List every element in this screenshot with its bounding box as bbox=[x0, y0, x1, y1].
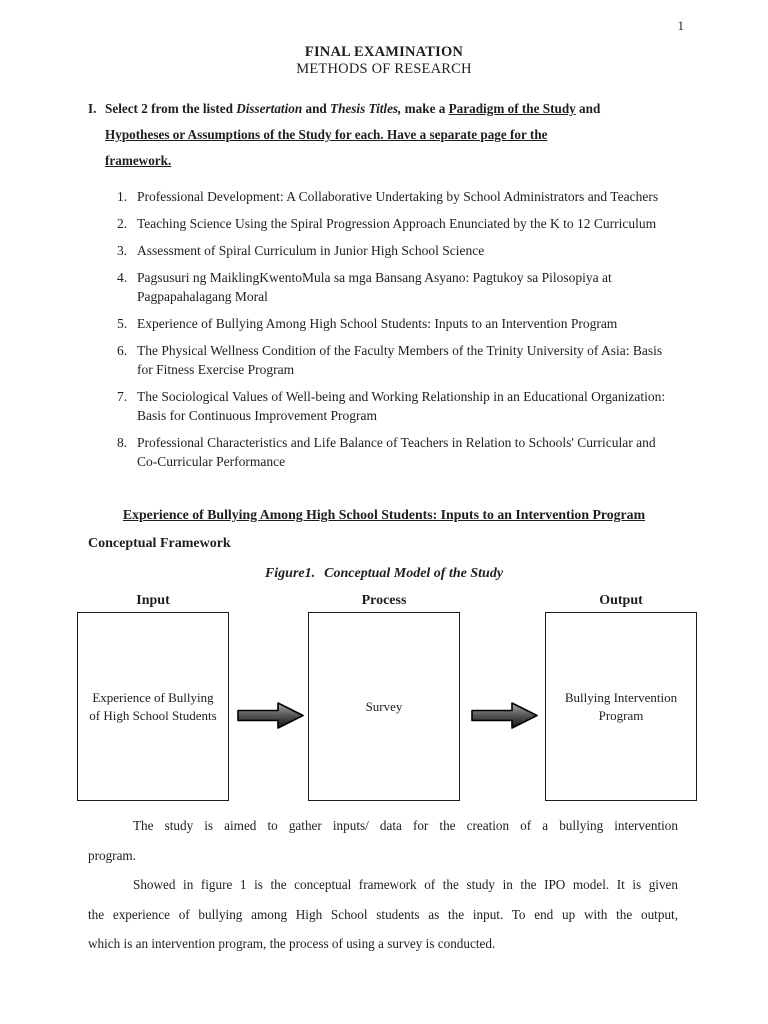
list-item: 5. Experience of Bullying Among High Scho… bbox=[117, 314, 698, 333]
document-header: FINAL EXAMINATION METHODS OF RESEARCH bbox=[0, 44, 768, 78]
list-item: 7. The Sociological Values of Well-being … bbox=[117, 387, 698, 425]
list-item-text: The Sociological Values of Well-being an… bbox=[137, 389, 666, 423]
list-item-text: The Physical Wellness Condition of the F… bbox=[137, 343, 663, 377]
figure-caption-text: Conceptual Model of the Study bbox=[324, 566, 504, 581]
right-arrow-icon bbox=[471, 702, 538, 729]
instruction-block: I. Select 2 from the listed Dissertation… bbox=[88, 96, 678, 174]
list-number: 2. bbox=[117, 216, 128, 231]
list-item-text: Professional Characteristics and Life Ba… bbox=[137, 435, 656, 469]
list-item: 1. Professional Development: A Collaborat… bbox=[117, 187, 698, 206]
figure-caption: Figure1. Conceptual Model of the Study bbox=[0, 566, 768, 581]
column-label-input: Input bbox=[136, 593, 170, 608]
right-arrow-icon bbox=[237, 702, 304, 729]
list-item-text: Teaching Science Using the Spiral Progre… bbox=[137, 216, 657, 231]
instruction-text: make a bbox=[401, 101, 449, 116]
paragraph-2-line-2: the experience of bullying among High Sc… bbox=[88, 906, 678, 922]
list-item: 6. The Physical Wellness Condition of the… bbox=[117, 341, 698, 379]
list-item: 8. Professional Characteristics and Life … bbox=[117, 433, 698, 471]
list-number: 6. bbox=[117, 343, 128, 358]
list-item: 2. Teaching Science Using the Spiral Prog… bbox=[117, 214, 698, 233]
ipo-box-input-text: Experience of Bullying of High School St… bbox=[89, 689, 217, 723]
figure-caption-label: Figure1. bbox=[264, 566, 316, 581]
section-heading-conceptual-framework: Conceptual Framework bbox=[88, 536, 231, 551]
body-paragraphs: The study is aimed to gather inputs/ dat… bbox=[88, 811, 678, 959]
exam-title: FINAL EXAMINATION bbox=[304, 44, 464, 60]
instruction-text: and bbox=[575, 101, 601, 116]
list-number: 7. bbox=[117, 389, 128, 404]
page-number: 1 bbox=[677, 18, 685, 33]
paragraph-2-line-1: Showed in figure 1 is the conceptual fra… bbox=[133, 877, 678, 892]
instruction-line-2: Hypotheses or Assumptions of the Study f… bbox=[105, 127, 548, 142]
instruction-line-3: framework. bbox=[105, 153, 172, 168]
ipo-diagram: Input Process Output Experience of Bully… bbox=[0, 593, 768, 801]
list-number: 8. bbox=[117, 435, 128, 450]
paragraph-1-line-2: program. bbox=[88, 847, 136, 863]
list-number: 5. bbox=[117, 316, 128, 331]
instruction-line-1: Select 2 from the listed Dissertation an… bbox=[105, 96, 678, 122]
instruction-text: Select 2 from the listed bbox=[105, 101, 237, 116]
list-item-text: Experience of Bullying Among High School… bbox=[137, 316, 618, 331]
thesis-titles-list: 1. Professional Development: A Collaborat… bbox=[117, 187, 698, 471]
paragraph-1-line-1: The study is aimed to gather inputs/ dat… bbox=[133, 818, 678, 833]
list-item: 4. Pagsusuri ng MaiklingKwentoMula sa mga… bbox=[117, 268, 698, 306]
instruction-italic-thesis-titles: Thesis Titles, bbox=[330, 101, 402, 116]
roman-numeral: I. bbox=[88, 101, 97, 116]
instruction-underline-paradigm: Paradigm of the Study bbox=[448, 101, 576, 116]
instruction-italic-dissertation: Dissertation bbox=[236, 101, 303, 116]
exam-subtitle: METHODS OF RESEARCH bbox=[296, 61, 472, 77]
column-label-process: Process bbox=[361, 593, 407, 608]
list-item: 3. Assessment of Spiral Curriculum in Jun… bbox=[117, 241, 698, 260]
list-item-text: Pagsusuri ng MaiklingKwentoMula sa mga B… bbox=[137, 270, 612, 304]
list-item-text: Professional Development: A Collaborativ… bbox=[137, 189, 659, 204]
ipo-box-output: Bullying Intervention Program bbox=[545, 612, 697, 801]
ipo-box-process: Survey bbox=[308, 612, 460, 801]
column-label-output: Output bbox=[599, 593, 643, 608]
list-item-text: Assessment of Spiral Curriculum in Junio… bbox=[137, 243, 485, 258]
selected-title-heading: Experience of Bullying Among High School… bbox=[122, 507, 646, 522]
list-number: 3. bbox=[117, 243, 128, 258]
list-number: 4. bbox=[117, 270, 128, 285]
ipo-box-input: Experience of Bullying of High School St… bbox=[77, 612, 229, 801]
ipo-box-process-text: Survey bbox=[365, 698, 403, 714]
ipo-box-output-text: Bullying Intervention Program bbox=[564, 689, 678, 723]
list-number: 1. bbox=[117, 189, 128, 204]
instruction-text: and bbox=[302, 101, 331, 116]
paragraph-2-line-3: which is an intervention program, the pr… bbox=[88, 936, 496, 951]
